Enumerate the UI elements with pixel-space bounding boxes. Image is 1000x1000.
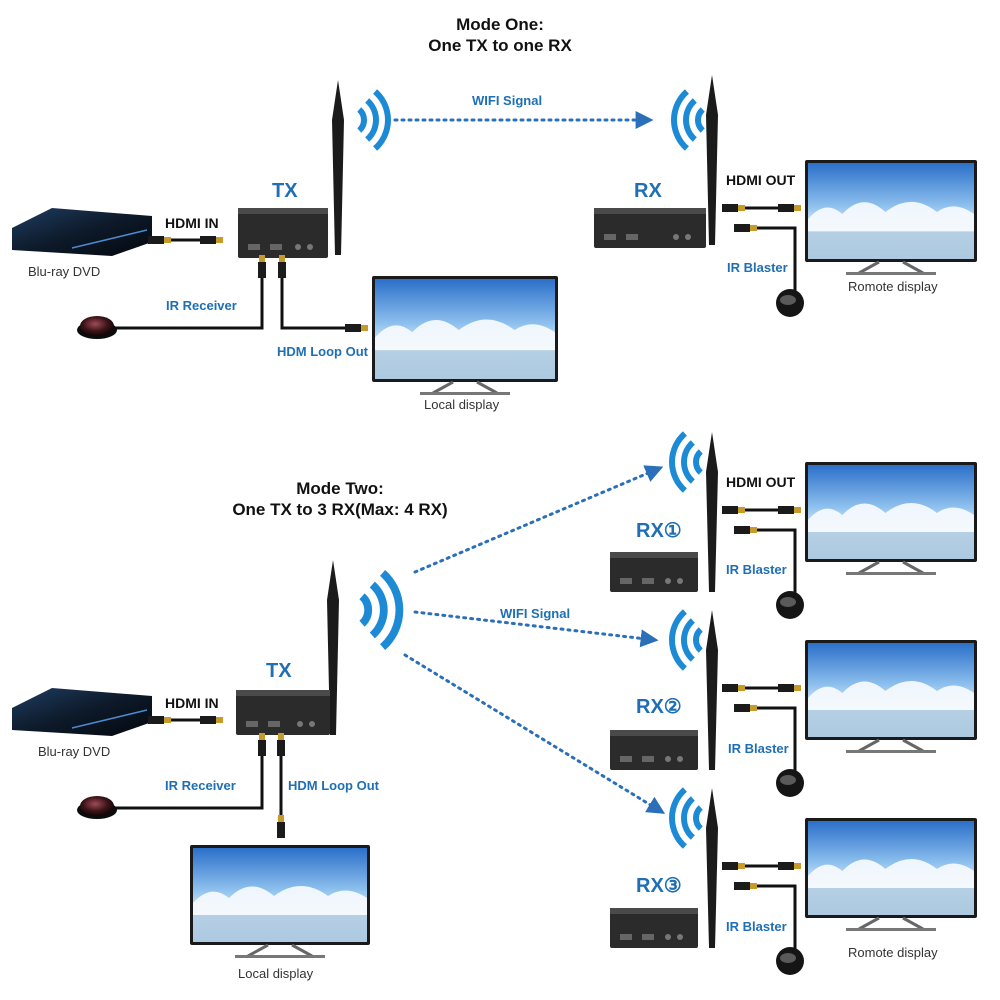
m2-rx3-hdmi-out-plug-left: [722, 862, 745, 870]
m2-wifi-arrow-rx1: [413, 465, 664, 574]
m1-ir-receiver: [77, 316, 117, 339]
mode-two-rx1-label: RX①: [636, 520, 682, 542]
mode-one-hdmi-in-label: HDMI IN: [165, 215, 219, 231]
mode-one-wifi-label: WIFI Signal: [472, 93, 543, 108]
m2-rx1-box: [610, 552, 698, 592]
m2-rx2-box: [610, 730, 698, 770]
m2-rx2-remote-display: [805, 640, 977, 753]
mode-two-hdmi-out-label: HDMI OUT: [726, 474, 796, 490]
m2-wifi-arrow-rx2: [413, 610, 659, 648]
mode-one-title-line1: Mode One:: [456, 15, 544, 34]
m2-rx2-ir-blaster-plug: [734, 704, 757, 712]
m2-bluray-player: [12, 688, 152, 736]
m1-rx-box: [594, 208, 706, 248]
m2-rx3-ir-blaster-plug: [734, 882, 757, 890]
m1-loop-out-plug-top: [278, 255, 286, 278]
mode-two-source-label: Blu-ray DVD: [38, 744, 111, 759]
m1-tx-box: [238, 208, 328, 258]
m2-rx1-hdmi-out-plug-right: [778, 506, 801, 514]
m1-loop-out-plug-right: [345, 324, 368, 332]
m2-rx2-ir-blaster-cable: [750, 706, 797, 775]
m1-ir-blaster-plug: [734, 224, 757, 232]
m1-rx-wifi-waves: [671, 89, 705, 151]
m1-ir-blaster: [776, 289, 804, 317]
mode-two-rx1-ir-blaster-label: IR Blaster: [726, 562, 787, 577]
m2-rx2-wifi-waves: [669, 609, 703, 671]
m1-local-display: [372, 276, 558, 395]
m2-rx3-antenna: [706, 788, 718, 948]
mode-two-loop-out-label: HDM Loop Out: [288, 778, 379, 793]
mode-one-title: Mode One: One TX to one RX: [395, 14, 605, 56]
m1-ir-blaster-cable: [750, 226, 797, 298]
m2-hdmi-in-plug-right: [200, 716, 223, 724]
m2-rx3-ir-blaster-cable: [750, 884, 797, 953]
m2-tx-wifi-waves: [359, 569, 404, 651]
mode-one-remote-display-label: Romote display: [848, 279, 938, 294]
m1-tx-wifi-waves: [357, 89, 391, 151]
m2-rx2-ir-blaster: [776, 769, 804, 797]
m2-ir-receiver-cable: [115, 745, 264, 810]
m1-tx-antenna: [332, 80, 344, 255]
m1-hdmi-in-plug-right: [200, 236, 223, 244]
m2-rx2-hdmi-out-plug-left: [722, 684, 745, 692]
mode-two-title-line1: Mode Two:: [296, 479, 384, 498]
m2-rx1-ir-blaster: [776, 591, 804, 619]
m2-rx1-antenna: [706, 432, 718, 592]
mode-one-rx-label: RX: [634, 180, 662, 202]
m1-ir-receiver-plug: [258, 255, 266, 278]
m2-rx3-ir-blaster: [776, 947, 804, 975]
mode-two-rx3-label: RX③: [636, 875, 682, 897]
m1-loop-out-cable: [280, 268, 345, 330]
mode-two-tx-label: TX: [266, 660, 292, 682]
m2-ir-receiver: [77, 796, 117, 819]
m1-ir-receiver-cable: [115, 258, 264, 330]
mode-one-source-label: Blu-ray DVD: [28, 264, 101, 279]
mode-two-remote-display-label: Romote display: [848, 945, 938, 960]
mode-one-ir-receiver-label: IR Receiver: [166, 298, 237, 313]
m2-rx1-ir-blaster-cable: [750, 528, 797, 597]
mode-two-rx3-ir-blaster-label: IR Blaster: [726, 919, 787, 934]
m2-rx3-hdmi-out-plug-right: [778, 862, 801, 870]
m2-rx1-remote-display: [805, 462, 977, 575]
m2-rx1-ir-blaster-plug: [734, 526, 757, 534]
mode-one-local-display-label: Local display: [424, 397, 500, 412]
mode-two-wifi-label: WIFI Signal: [500, 606, 571, 621]
mode-one-tx-label: TX: [272, 180, 298, 202]
m1-bluray-player: [12, 208, 152, 256]
m1-hdmi-in-plug-left: [148, 236, 171, 244]
m1-rx-antenna: [706, 75, 718, 245]
m2-rx3-box: [610, 908, 698, 948]
mode-two-rx2-label: RX②: [636, 696, 682, 718]
m2-rx3-remote-display: [805, 818, 977, 931]
m1-hdmi-out-plug-right: [778, 204, 801, 212]
m2-rx1-hdmi-out-plug-left: [722, 506, 745, 514]
mode-one-title-line2: One TX to one RX: [428, 36, 572, 55]
m2-hdmi-in-plug-left: [148, 716, 171, 724]
mode-one-loop-out-label: HDM Loop Out: [277, 344, 368, 359]
m2-loop-out-plug-bottom: [277, 815, 285, 838]
m2-ir-receiver-plug: [258, 733, 266, 756]
mode-two-local-display-label: Local display: [238, 966, 314, 981]
m1-remote-display: [805, 160, 977, 275]
mode-two-ir-receiver-label: IR Receiver: [165, 778, 236, 793]
m2-loop-out-plug-top: [277, 733, 285, 756]
m2-rx1-wifi-waves: [669, 431, 703, 493]
mode-two-title-line2: One TX to 3 RX(Max: 4 RX): [232, 500, 448, 519]
m1-hdmi-out-plug-left: [722, 204, 745, 212]
mode-two-hdmi-in-label: HDMI IN: [165, 695, 219, 711]
mode-two-title: Mode Two: One TX to 3 RX(Max: 4 RX): [225, 478, 455, 520]
m2-rx3-wifi-waves: [669, 787, 703, 849]
mode-one-hdmi-out-label: HDMI OUT: [726, 172, 796, 188]
mode-one-ir-blaster-label: IR Blaster: [727, 260, 788, 275]
mode-two-rx2-ir-blaster-label: IR Blaster: [728, 741, 789, 756]
m2-local-display: [190, 845, 370, 958]
m2-tx-box: [236, 690, 330, 735]
m2-wifi-arrow-rx3: [403, 653, 666, 814]
m2-rx2-antenna: [706, 610, 718, 770]
m2-rx2-hdmi-out-plug-right: [778, 684, 801, 692]
